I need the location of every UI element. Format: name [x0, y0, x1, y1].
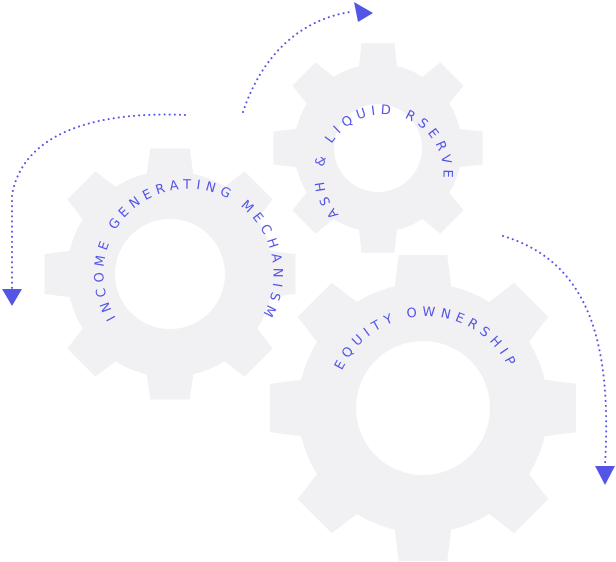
gear-income-generating: INCOME GENERATING MECHANISM: [44, 148, 296, 400]
triangle-arrow-icon: [595, 466, 615, 485]
gear-equity-ownership: EQUITY OWNERSHIP: [269, 254, 577, 562]
triangle-arrow-icon: [354, 2, 373, 22]
cycle-arrow-right: [502, 235, 615, 485]
cycle-arrow-top: [242, 2, 373, 113]
cycle-arrow-left: [2, 113, 186, 306]
triangle-arrow-icon: [2, 289, 22, 306]
